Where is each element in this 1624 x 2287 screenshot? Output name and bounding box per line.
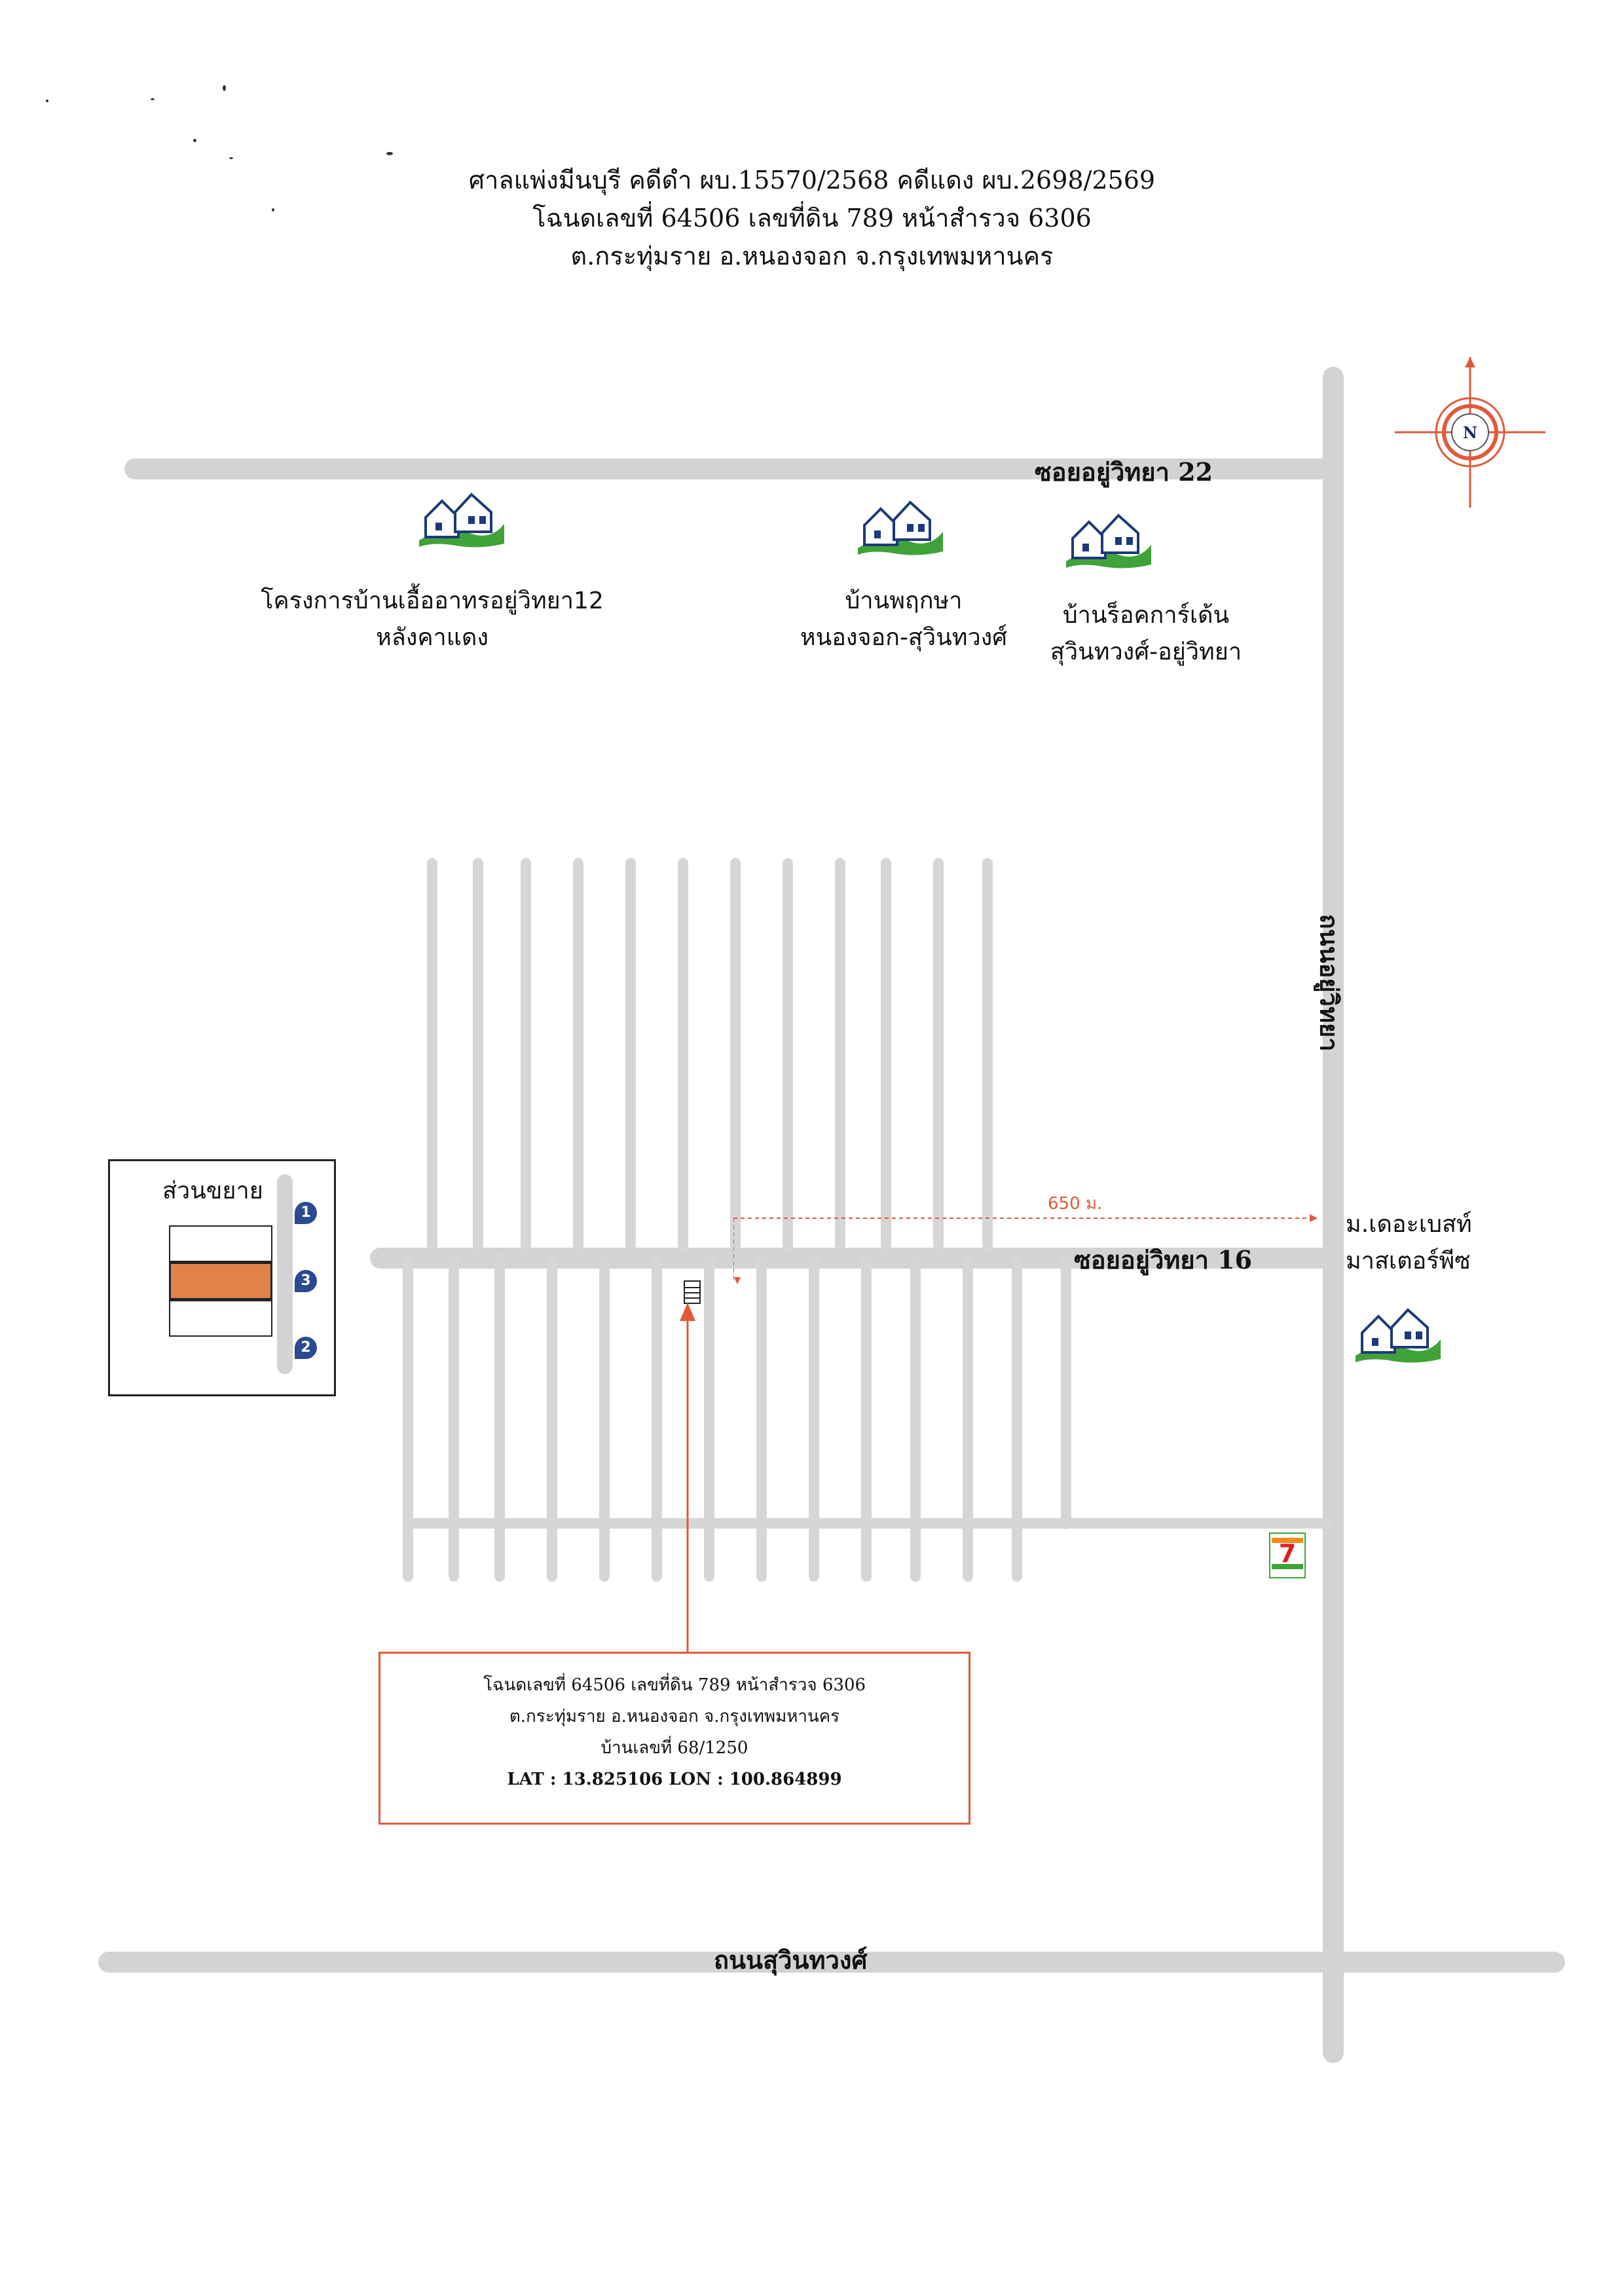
sub-soi — [473, 858, 483, 1251]
scan-speck — [272, 208, 274, 212]
inset-road — [277, 1174, 293, 1374]
info-house-number: บ้านเลขที่ 68/1250 — [600, 1738, 748, 1758]
road-main-vertical — [1323, 367, 1344, 2063]
sub-soi — [933, 858, 944, 1251]
inset-pin-3: 3 — [295, 1270, 317, 1292]
sub-soi — [835, 858, 845, 1251]
compass-icon: N — [1395, 357, 1545, 508]
landmark-label: บ้านพฤกษา หนองจอก-สุวินทวงศ์ — [800, 587, 1008, 651]
inset-pin-2: 2 — [295, 1337, 317, 1359]
sub-soi — [963, 1254, 973, 1582]
sub-soi — [861, 1254, 872, 1582]
sub-soi — [521, 858, 531, 1251]
compass-north-label: N — [1463, 423, 1477, 442]
target-plot-marker — [684, 1280, 701, 1304]
house-icon — [1066, 513, 1151, 568]
document-header: ศาลแพ่งมีนบุรี คดีดำ ผบ.15570/2568 คดีแด… — [0, 161, 1624, 275]
sub-soi — [547, 1254, 557, 1582]
sub-soi — [756, 1254, 767, 1582]
landmark-label: ม.เดอะเบสท์ มาสเตอร์พีซ — [1346, 1211, 1472, 1274]
road-soi-16 — [370, 1248, 1333, 1269]
sub-soi — [599, 1254, 610, 1582]
inset-enlarged-view: ส่วนขยาย 1 3 2 — [108, 1159, 336, 1396]
header-line-2: โฉนดเลขที่ 64506 เลขที่ดิน 789 หน้าสำรวจ… — [532, 204, 1092, 232]
header-line-3: ต.กระทุ่มราย อ.หนองจอก จ.กรุงเทพมหานคร — [570, 242, 1054, 270]
scan-speck — [151, 98, 155, 100]
pointer-arrow — [680, 1303, 695, 1654]
seven-eleven-logo-text: 7 — [1278, 1539, 1297, 1568]
road-soi-22 — [124, 458, 1336, 479]
sub-soi — [1061, 1254, 1071, 1529]
scan-speck — [193, 139, 196, 142]
info-location: ต.กระทุ่มราย อ.หนองจอก จ.กรุงเทพมหานคร — [509, 1707, 840, 1726]
scan-speck — [229, 157, 233, 159]
inset-plot-target — [169, 1262, 272, 1300]
sub-soi — [982, 858, 993, 1251]
property-info-box: โฉนดเลขที่ 64506 เลขที่ดิน 789 หน้าสำรวจ… — [378, 1652, 970, 1825]
sub-soi — [783, 858, 793, 1251]
sub-soi — [809, 1254, 819, 1582]
inset-plot-bottom — [169, 1300, 272, 1337]
distance-label: 650 ม. — [1048, 1194, 1103, 1214]
sub-soi — [403, 1254, 413, 1582]
road-label-soi-22: ซอยอยู่วิทยา 22 — [1035, 457, 1213, 487]
house-icon — [858, 500, 943, 555]
scan-speck — [386, 152, 393, 155]
inset-plot-top — [169, 1225, 272, 1262]
sub-soi — [678, 858, 688, 1251]
road-label-soi-16: ซอยอยู่วิทยา 16 — [1074, 1245, 1253, 1274]
house-icon — [419, 493, 504, 548]
scan-speck — [223, 85, 226, 91]
landmark-label: โครงการบ้านเอื้ออาทรอยู่วิทยา12 หลังคาแด… — [261, 587, 604, 651]
scan-speck — [46, 100, 48, 102]
sub-soi — [881, 858, 891, 1251]
sub-soi — [449, 1254, 459, 1582]
sub-soi — [910, 1254, 921, 1582]
sub-soi — [1012, 1254, 1022, 1582]
road-label-sukhumvit: ถนนสุวินทวงศ์ — [714, 1945, 868, 1975]
seven-eleven-icon: 7 — [1269, 1533, 1306, 1578]
sub-soi — [730, 858, 741, 1251]
road-sukhumvit — [98, 1952, 1565, 1973]
landmark-label: บ้านร็อคการ์เด้น สุวินทวงศ์-อยู่วิทยา — [1050, 602, 1242, 665]
distance-arrow — [733, 1214, 1318, 1284]
sub-soi — [427, 858, 437, 1251]
sub-soi — [652, 1254, 662, 1582]
inset-title: ส่วนขยาย — [162, 1178, 263, 1204]
info-deed: โฉนดเลขที่ 64506 เลขที่ดิน 789 หน้าสำรวจ… — [483, 1675, 866, 1695]
sub-soi — [625, 858, 636, 1251]
sub-soi — [704, 1254, 714, 1582]
info-coordinates: LAT : 13.825106 LON : 100.864899 — [507, 1770, 842, 1789]
house-icon — [1356, 1308, 1441, 1363]
header-line-1: ศาลแพ่งมีนบุรี คดีดำ ผบ.15570/2568 คดีแด… — [468, 166, 1156, 195]
inset-pin-1: 1 — [295, 1202, 317, 1224]
sub-soi — [573, 858, 583, 1251]
sub-soi — [494, 1254, 505, 1582]
road-label-main-vertical: ถนนอยู่วิทยา — [1314, 914, 1344, 1052]
